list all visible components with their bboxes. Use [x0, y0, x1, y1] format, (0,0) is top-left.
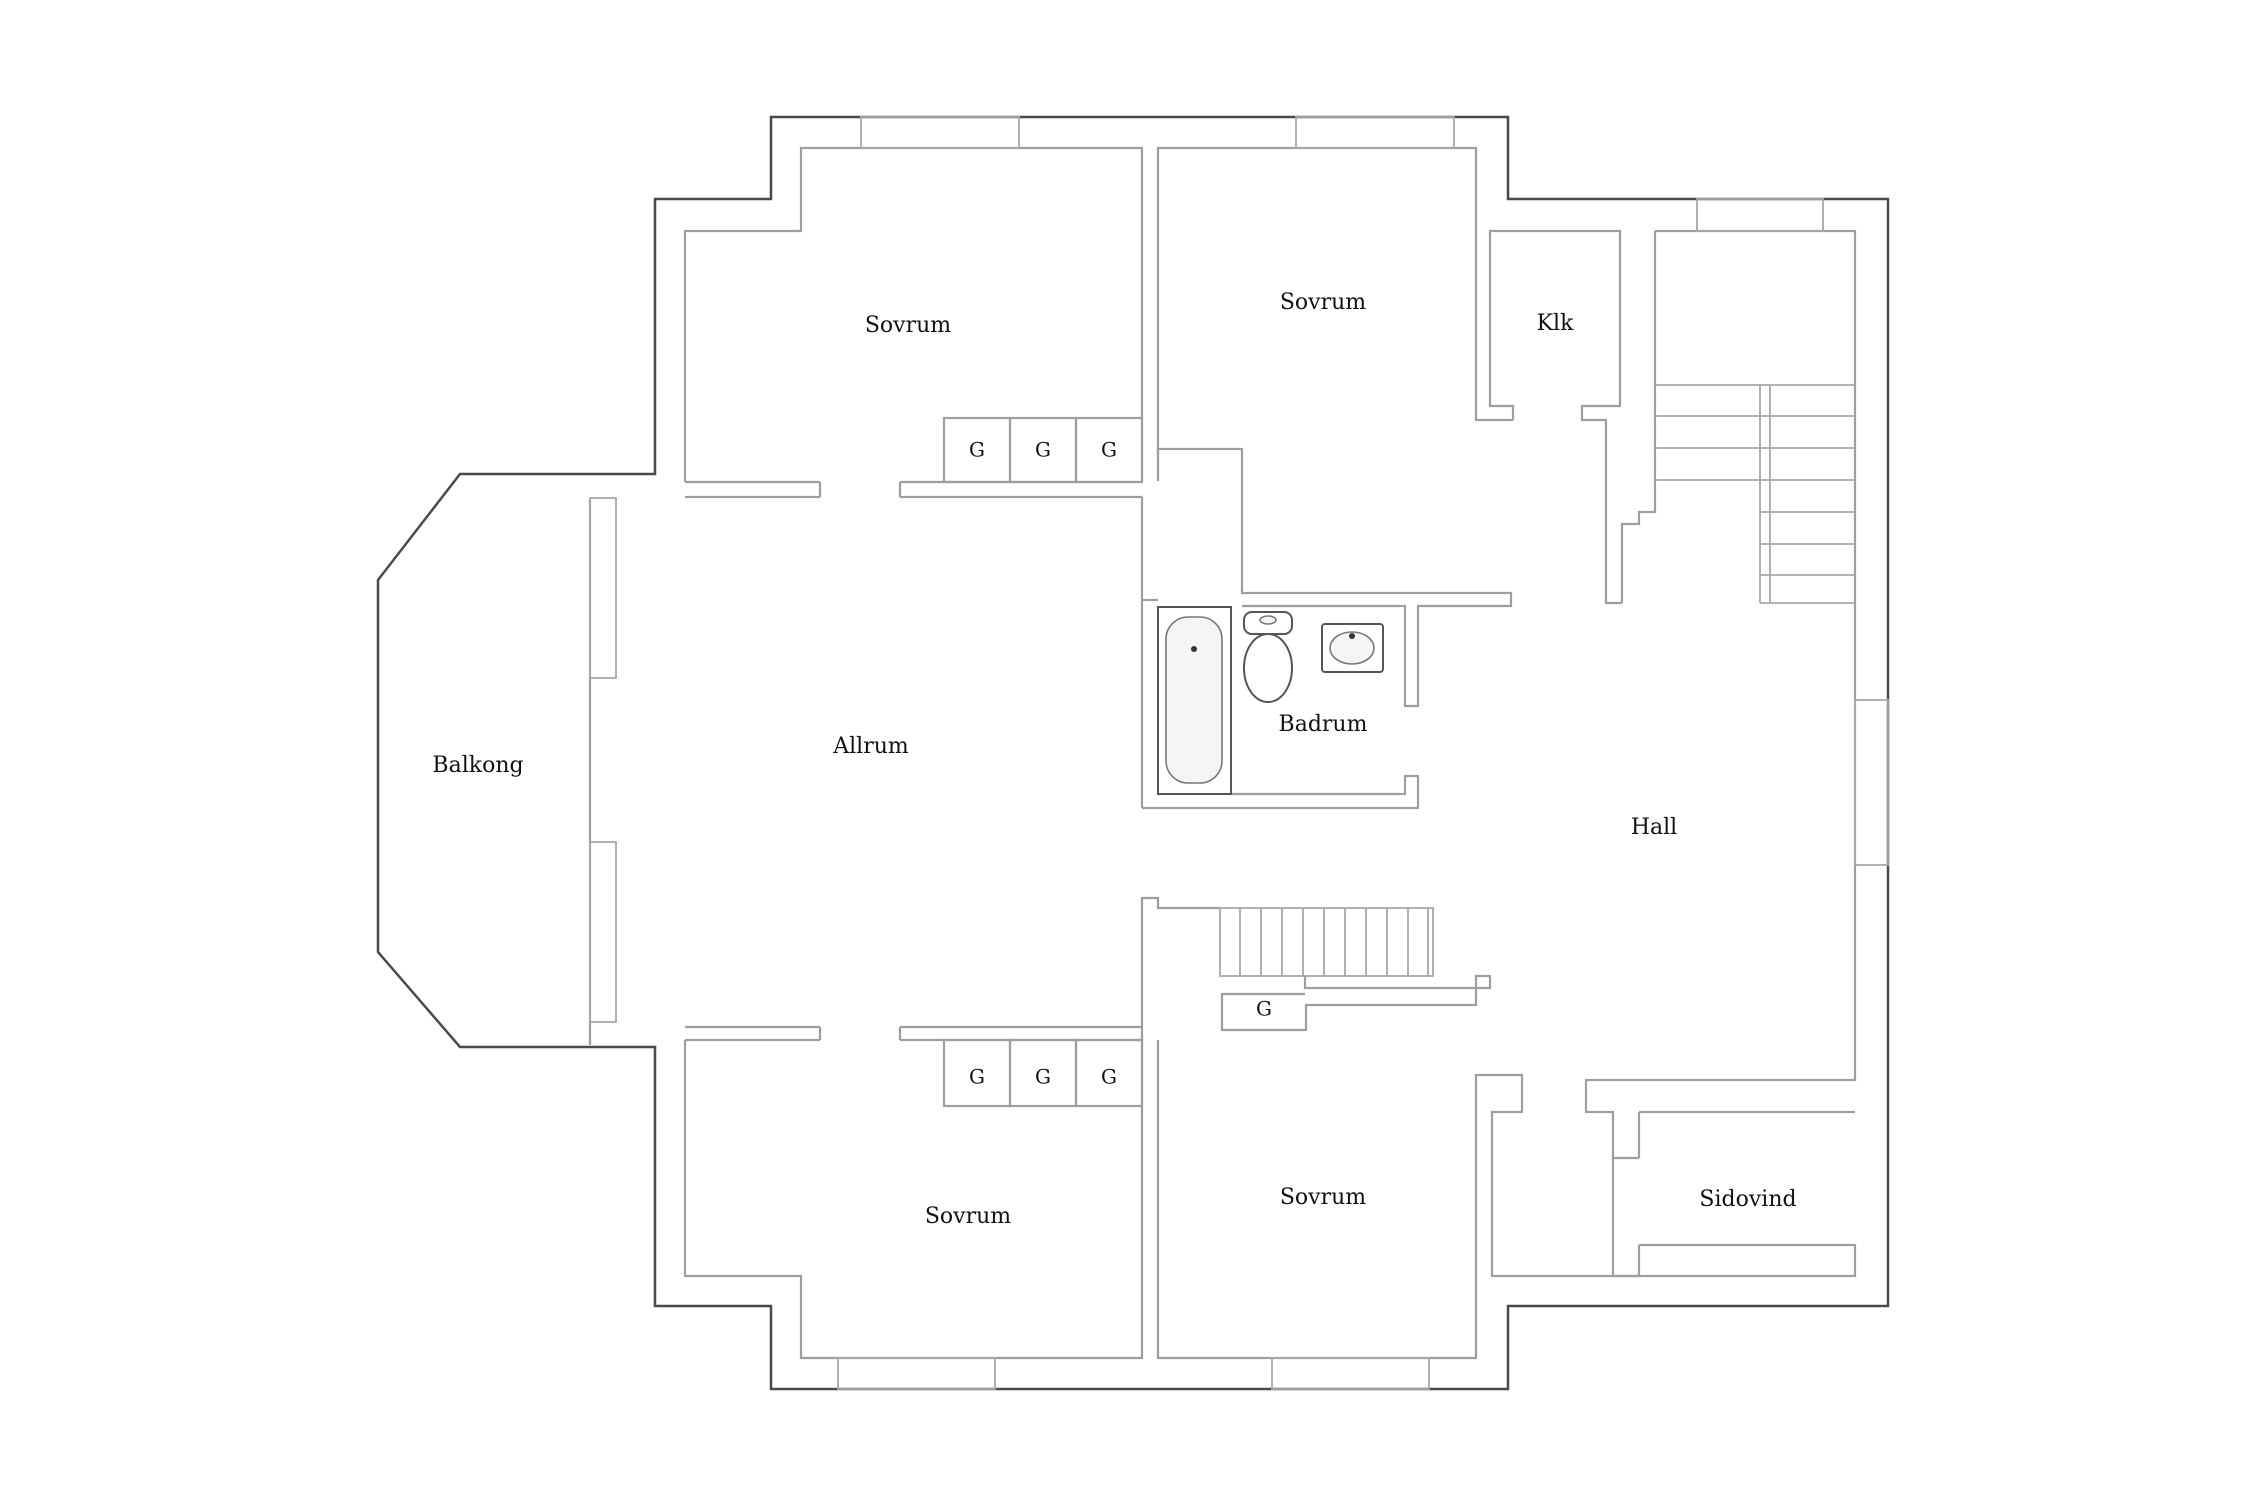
balcony-window-lower [589, 841, 617, 1023]
inner-wall-bottom-left [683, 1040, 1144, 1360]
wardrobe-label: G [1035, 1065, 1051, 1089]
wall [1140, 896, 1220, 1040]
sink-icon [1321, 623, 1384, 673]
wardrobe-label: G [969, 1065, 985, 1089]
wardrobe-label: G [1256, 997, 1272, 1021]
window-bottom-right [1271, 1357, 1430, 1390]
window-bottom-left [837, 1357, 996, 1390]
room-label-sidovind: Sidovind [1699, 1187, 1796, 1212]
wall [1220, 974, 1492, 1032]
window-right-top [1696, 198, 1824, 232]
bathroom-wall [1142, 774, 1420, 810]
wardrobe-top: G G G [942, 416, 1144, 484]
wardrobe-label: G [969, 438, 985, 462]
wardrobe-label: G [1101, 1065, 1117, 1089]
window-right-side [1854, 699, 1889, 866]
wall [1156, 447, 1513, 708]
staircase-icon [1219, 907, 1434, 977]
wall [1620, 231, 1657, 603]
sidovind-wall [1611, 1158, 1641, 1278]
window-top-right [1295, 116, 1455, 149]
window-top-left [860, 116, 1020, 149]
room-label-allrum: Allrum [832, 734, 909, 759]
room-label-balkong: Balkong [432, 753, 523, 778]
balcony-window-upper [589, 497, 617, 679]
inner-wall-top-right [1156, 146, 1513, 481]
outer-wall [376, 115, 1890, 1391]
staircase-upper [1655, 384, 1855, 604]
room-label-sovrum: Sovrum [1280, 1185, 1366, 1210]
klk-wall [1488, 229, 1622, 605]
room-label-sovrum: Sovrum [925, 1204, 1011, 1229]
room-label-sovrum: Sovrum [1280, 290, 1366, 315]
wardrobe-label: G [1101, 438, 1117, 462]
inner-wall-far-right [1584, 229, 1857, 1160]
wardrobe-label: G [1035, 438, 1051, 462]
inner-wall-top-left [683, 146, 1144, 482]
room-label-klk: Klk [1537, 311, 1574, 336]
room-label-sovrum: Sovrum [865, 313, 951, 338]
wardrobe-bottom: G G G [942, 1038, 1144, 1108]
room-label-badrum: Badrum [1279, 712, 1368, 737]
toilet-icon [1243, 611, 1293, 703]
bathtub-icon [1157, 606, 1232, 795]
room-label-hall: Hall [1631, 815, 1677, 840]
